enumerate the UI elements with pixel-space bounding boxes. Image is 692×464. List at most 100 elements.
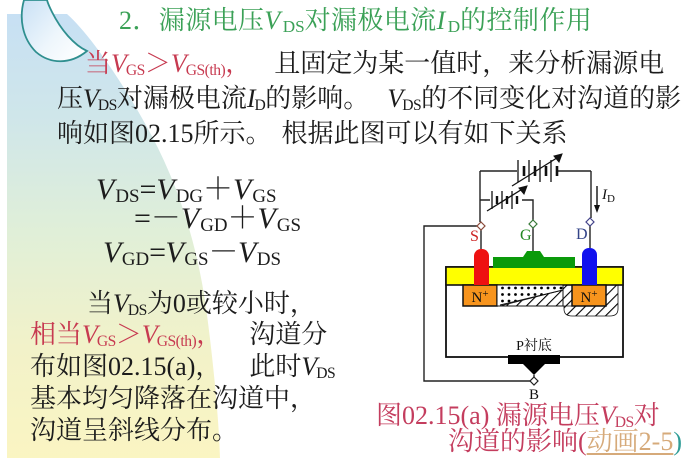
drain-label: D xyxy=(576,226,588,243)
body-electrode xyxy=(508,355,560,364)
text-run: V xyxy=(257,202,276,235)
text-run: D xyxy=(254,96,266,114)
text-run: 沟道呈斜线分布。 xyxy=(30,416,239,445)
text-run: ＞ xyxy=(144,49,171,78)
body-electrode-tip xyxy=(523,364,545,375)
text-run: = xyxy=(149,236,166,269)
text-run: DS xyxy=(115,186,140,208)
text-run: DS xyxy=(614,413,634,431)
text-run: 沟道分 xyxy=(249,320,328,349)
text-run: 响如图02.15所示。 xyxy=(57,119,272,148)
text-run: V xyxy=(233,173,252,206)
text-run: V xyxy=(113,289,129,318)
text-run: V xyxy=(599,401,616,430)
text-run: GS(th) xyxy=(156,332,197,350)
text-run: DS xyxy=(402,96,422,114)
text-run: DS xyxy=(282,17,305,37)
text-run: I xyxy=(246,84,256,113)
text-run: V xyxy=(156,173,175,206)
gate-label: G xyxy=(520,227,532,244)
text-run: ， xyxy=(196,320,223,349)
text-run: V xyxy=(238,236,256,269)
text-run: 对 xyxy=(633,401,660,430)
text-run: ， xyxy=(225,49,252,78)
text-run: GS xyxy=(125,61,145,79)
crescent-swoosh xyxy=(20,0,89,63)
text-run: GS(th) xyxy=(185,61,226,79)
text-run: DS xyxy=(97,96,117,114)
paragraph2-line4: 基本均匀降落在沟道中， xyxy=(30,386,316,412)
drain-current-arrow: ID xyxy=(594,186,615,213)
text-run: V xyxy=(301,352,318,381)
text-run: I xyxy=(436,6,446,35)
text-run: 根据此图可以有如下关系 xyxy=(281,119,568,148)
source-terminal-diamond xyxy=(476,221,486,231)
drain-terminal-diamond xyxy=(585,217,595,227)
text-run: = xyxy=(139,173,157,206)
text-run: GD xyxy=(121,249,150,271)
text-run: V xyxy=(111,49,127,78)
figure-caption-line1: 图02.15(a) 漏源电压VDS对 xyxy=(376,401,660,431)
paragraph2-line1: 当VDS为0或较小时， xyxy=(87,289,316,319)
background-gradient-band xyxy=(7,14,220,458)
text-run: V xyxy=(170,49,187,78)
gate-contact-bump xyxy=(523,251,544,257)
source-label: S xyxy=(470,228,479,245)
text-run: 的不同变化对沟道的影 xyxy=(421,84,682,113)
gate-electrode xyxy=(493,257,575,268)
vgs-battery-symbol xyxy=(486,185,528,212)
text-run: 对漏极电流 xyxy=(116,84,247,113)
paragraph2-line3: 布如图02.15(a)，此时VDS xyxy=(30,352,336,382)
text-run: 相当 xyxy=(30,320,83,349)
mosfet-figure: ID S G D B N+ N+ P衬底 xyxy=(423,153,624,403)
text-run: V xyxy=(103,236,121,269)
text-run: V xyxy=(387,84,404,113)
text-run: 的控制作用 xyxy=(460,6,593,35)
body-label: B xyxy=(529,387,539,403)
text-run: V xyxy=(141,320,158,349)
text-run: D xyxy=(447,17,461,37)
formula-line3: VGD=VGS－VDS xyxy=(103,238,281,270)
text-run: 布如图02.15(a)， xyxy=(30,352,222,381)
vds-battery-symbol xyxy=(511,153,563,187)
substrate-label: P衬底 xyxy=(516,337,552,354)
text-run: GS xyxy=(96,332,116,350)
text-run: V xyxy=(264,6,281,35)
formula-line2: =－VGD＋VGS xyxy=(134,204,301,236)
paragraph2-line5: 沟道呈斜线分布。 xyxy=(30,418,238,444)
text-run: 的影响。 xyxy=(265,84,370,113)
text-run: V xyxy=(165,236,184,269)
svg-text:ID: ID xyxy=(601,187,615,205)
text-run: 对漏极电流 xyxy=(304,6,437,35)
text-run: ) xyxy=(673,427,683,456)
text-run: 图02.15(a) 漏源电压 xyxy=(376,401,600,430)
text-run: ＋ xyxy=(203,173,234,206)
text-run: 为0或较小时， xyxy=(146,289,316,318)
paragraph2-line2: 相当VGS＞VGS(th)，沟道分 xyxy=(30,320,328,350)
text-run: 当 xyxy=(85,49,112,78)
animation-2-5-link[interactable]: 动画2-5 xyxy=(586,427,674,456)
paragraph1-line2: 压VDS对漏极电流ID的影响。VDS的不同变化对沟道的影 xyxy=(57,84,682,114)
terminal-connectors xyxy=(476,217,595,386)
text-run: GS xyxy=(276,215,302,237)
text-run: 此时 xyxy=(249,352,302,381)
text-run: DS xyxy=(127,301,147,319)
text-run: 当 xyxy=(87,289,114,318)
formula-line1: VDS=VDG＋VGS xyxy=(96,175,277,207)
gate-terminal-diamond xyxy=(528,219,538,229)
text-run: V xyxy=(82,320,98,349)
nplus-drain-label: N+ xyxy=(580,288,597,306)
channel-electrons-dots xyxy=(497,285,563,305)
figure-caption-line2: 沟道的影响(动画2-5) xyxy=(448,429,682,455)
paragraph1-line1: 当VGS＞VGS(th)，且固定为某一值时，来分析漏源电 xyxy=(85,49,664,79)
text-run: 基本均匀降落在沟道中， xyxy=(30,384,317,413)
text-run: V xyxy=(83,84,99,113)
text-run: ＞ xyxy=(115,320,142,349)
text-run: V xyxy=(96,173,115,206)
text-run: DG xyxy=(175,186,204,208)
text-run: GS xyxy=(252,186,277,208)
source-metal-contact-base xyxy=(474,270,489,285)
